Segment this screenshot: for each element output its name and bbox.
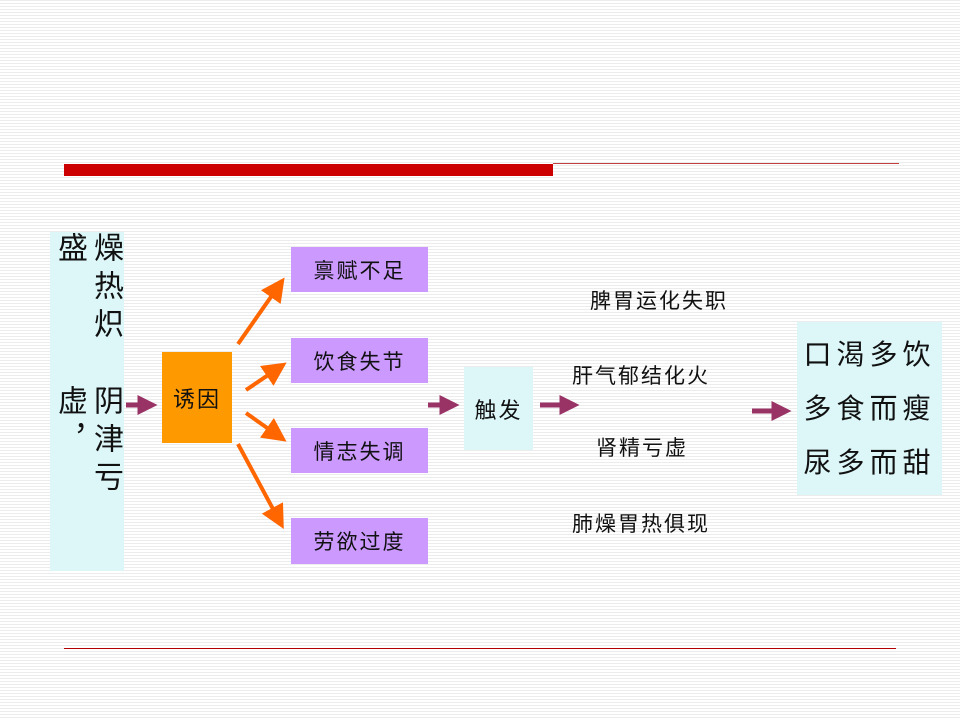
factor-label-4: 劳欲过度	[313, 530, 406, 554]
factor-box-1: 禀赋不足	[291, 247, 428, 292]
cause-line-1: 阴津亏虚，	[52, 384, 123, 499]
cause-line-2: 燥热炽盛	[52, 232, 123, 346]
mechanism-1: 脾胃运化失职	[590, 289, 728, 313]
onset-box: 触发	[464, 367, 533, 450]
result-line-3: 尿多而甜	[803, 445, 936, 479]
factor-label-3: 情志失调	[313, 439, 406, 464]
result-box: 口渴多饮 多食而瘦 尿多而甜	[797, 322, 942, 495]
arrow-trigger-to-factor-3	[244, 411, 287, 442]
mechanism-3: 肾精亏虚	[596, 436, 688, 460]
result-line-2: 多食而瘦	[803, 391, 936, 425]
mechanism-4: 肺燥胃热俱现	[572, 512, 710, 536]
arrow-trigger-to-factor-4	[236, 443, 284, 530]
trigger-box: 诱因	[162, 352, 232, 443]
result-line-1: 口渴多饮	[803, 337, 936, 371]
factor-box-4: 劳欲过度	[291, 518, 428, 564]
cause-box: 阴津亏虚， 燥热炽盛	[50, 232, 124, 571]
onset-label: 触发	[474, 398, 523, 424]
factor-box-3: 情志失调	[291, 428, 428, 473]
factor-label-1: 禀赋不足	[313, 258, 406, 283]
arrow-trigger-to-factor-1	[236, 277, 285, 346]
bottom-rule	[64, 648, 896, 649]
mechanism-2: 肝气郁结化火	[572, 364, 710, 388]
title-rule	[553, 163, 899, 164]
title-bar	[64, 164, 553, 176]
factor-box-2: 饮食失节	[291, 338, 428, 383]
trigger-label: 诱因	[172, 387, 221, 413]
factor-label-2: 饮食失节	[313, 349, 406, 374]
cause-text: 阴津亏虚， 燥热炽盛	[51, 232, 123, 571]
arrow-trigger-to-factor-2	[244, 362, 287, 392]
